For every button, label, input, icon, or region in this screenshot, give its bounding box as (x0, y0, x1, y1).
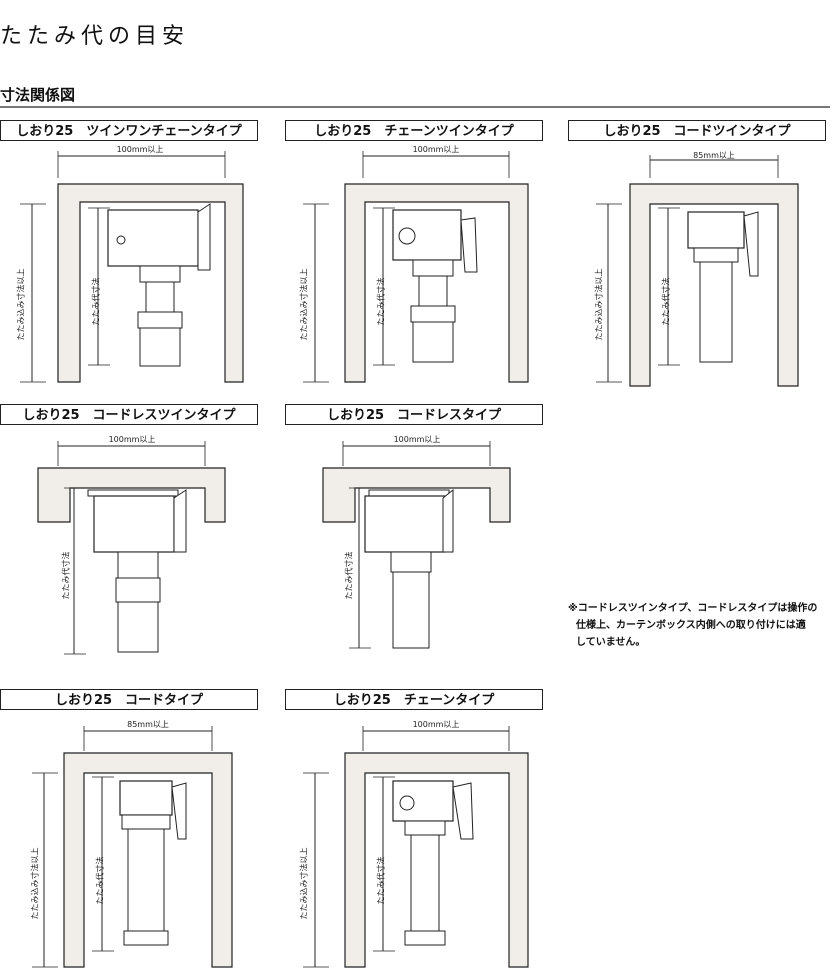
outer-height-label: たたみ込み寸法以上 (299, 847, 309, 920)
note-line: ※コードレスツインタイプ、コードレスタイプは操作の (568, 603, 818, 614)
diagram-panel-cord: しおり25 コードタイプ 85mm以上 たたみ込み寸法以上 たたみ代寸法 (0, 689, 270, 974)
width-dimension-label: 85mm以上 (127, 720, 169, 729)
inner-height-label: たたみ代寸法 (95, 856, 105, 905)
diagram-panel-cordless-twin: しおり25 コードレスツインタイプ 100mm以上 たたみ代寸法 (0, 404, 270, 664)
panel-title: しおり25 ツインワンチェーンタイプ (0, 120, 258, 141)
width-dimension-label: 100mm以上 (412, 720, 460, 729)
panel-title: しおり25 コードレスツインタイプ (0, 404, 258, 425)
panel-title: しおり25 チェーンタイプ (285, 689, 543, 710)
diagram-chain-twin (303, 151, 529, 383)
inner-height-label: たたみ代寸法 (61, 551, 71, 600)
diagram-chain (303, 726, 529, 968)
outer-height-label: たたみ込み寸法以上 (594, 268, 604, 341)
note-line: していません。 (576, 637, 646, 648)
diagram-panel-chain: しおり25 チェーンタイプ 100mm以上 たたみ込み寸法以上 たたみ代寸法 (285, 689, 555, 974)
panel-title: しおり25 コードツインタイプ (568, 120, 826, 141)
section-title: 寸法関係図 (0, 86, 76, 104)
inner-height-label: たたみ代寸法 (91, 277, 101, 326)
diagram-cordless-twin (37, 441, 226, 655)
outer-height-label: たたみ込み寸法以上 (299, 268, 309, 341)
width-dimension-label: 100mm以上 (116, 145, 164, 154)
width-dimension-label: 100mm以上 (108, 435, 156, 444)
panel-title: しおり25 コードタイプ (0, 689, 258, 710)
inner-height-label: たたみ代寸法 (661, 277, 671, 326)
diagram-panel-cordless: しおり25 コードレスタイプ 100mm以上 たたみ代寸法 (285, 404, 555, 664)
diagram-panel-twin-one-chain: しおり25 ツインワンチェーンタイプ 100mm以上 たたみ込み寸法以上 たたみ… (0, 120, 270, 390)
page-title: たたみ代の目安 (0, 24, 190, 49)
inner-height-label: たたみ代寸法 (344, 551, 354, 600)
diagram-panel-chain-twin: しおり25 チェーンツインタイプ 100mm以上 たたみ込み寸法以上 たたみ代寸… (285, 120, 555, 390)
width-dimension-label: 85mm以上 (693, 151, 735, 160)
diagram-cord-twin (596, 155, 799, 387)
panel-title: しおり25 チェーンツインタイプ (285, 120, 543, 141)
section-rule (0, 106, 830, 108)
note-line: 仕様上、カーテンボックス内側への取り付けには適 (576, 620, 806, 631)
width-dimension-label: 100mm以上 (393, 435, 441, 444)
outer-height-label: たたみ込み寸法以上 (16, 268, 26, 341)
inner-height-label: たたみ代寸法 (376, 277, 386, 326)
width-dimension-label: 100mm以上 (412, 145, 460, 154)
panel-title: しおり25 コードレスタイプ (285, 404, 543, 425)
diagram-cordless (322, 441, 511, 649)
inner-height-label: たたみ代寸法 (376, 856, 386, 905)
diagram-twin-one-chain (20, 151, 244, 383)
diagram-cord (32, 726, 233, 968)
diagram-panel-cord-twin: しおり25 コードツインタイプ 85mm以上 たたみ込み寸法以上 たたみ代寸法 (568, 120, 830, 390)
installation-note: ※コードレスツインタイプ、コードレスタイプは操作の 仕様上、カーテンボックス内側… (568, 600, 830, 651)
outer-height-label: たたみ込み寸法以上 (30, 847, 40, 920)
